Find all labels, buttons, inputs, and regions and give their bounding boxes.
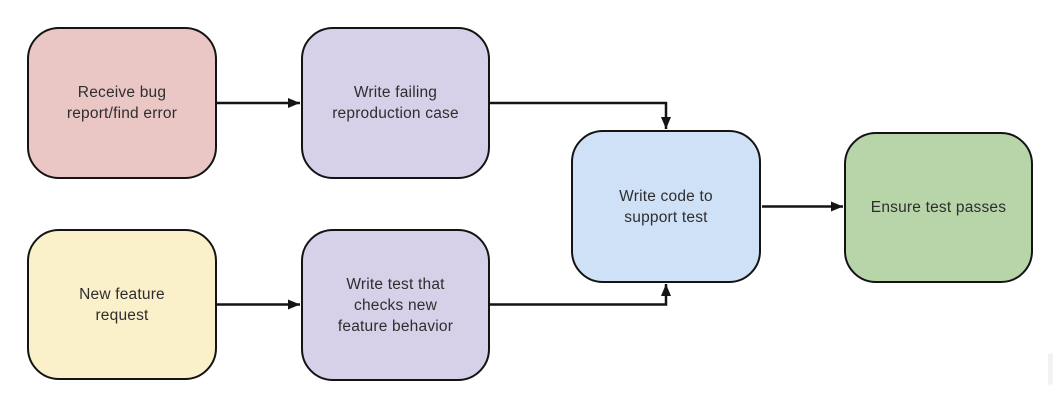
node-label: Receive bug report/find error bbox=[66, 84, 178, 122]
node-label: Write code to support test bbox=[619, 187, 713, 226]
node-label: New feature request bbox=[79, 285, 165, 324]
node-new-feature-request: New feature request bbox=[27, 229, 217, 380]
node-write-test-checks-new-feature: Write test that checks new feature behav… bbox=[301, 229, 490, 381]
node-label: Ensure test passes bbox=[870, 199, 1007, 216]
node-ensure-test-passes: Ensure test passes bbox=[844, 132, 1033, 283]
arrow-write-test-to-write-code bbox=[490, 284, 671, 306]
node-label: Write test that checks new feature behav… bbox=[337, 275, 454, 335]
arrow-failing-reproduction-to-write-code bbox=[490, 101, 671, 129]
node-write-failing-reproduction-case: Write failing reproduction case bbox=[301, 27, 490, 179]
node-receive-bug-report: Receive bug report/find error bbox=[27, 27, 217, 179]
node-label: Write failing reproduction case bbox=[332, 84, 459, 122]
scrollbar-thumb[interactable] bbox=[1048, 353, 1053, 385]
node-write-code-to-support-test: Write code to support test bbox=[571, 130, 761, 283]
